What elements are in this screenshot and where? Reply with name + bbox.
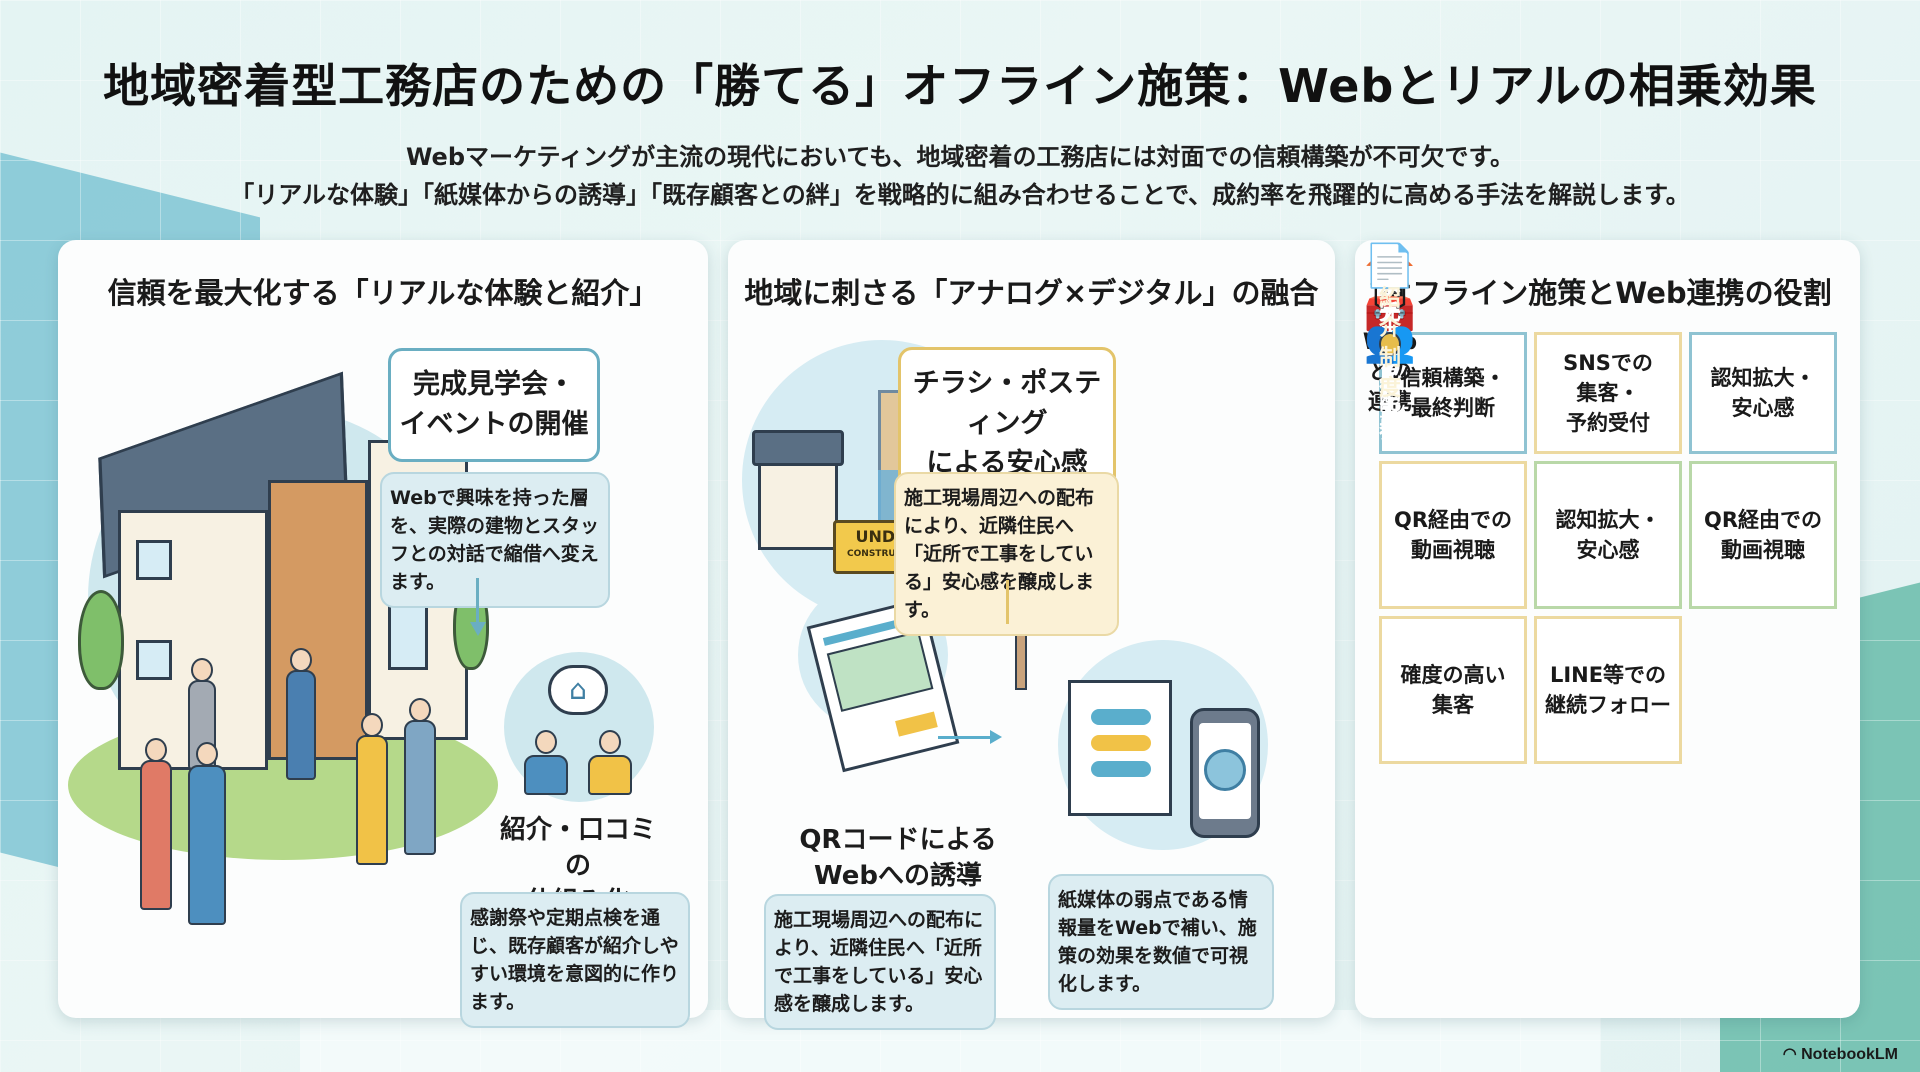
person-icon (286, 670, 316, 780)
table-cell-web: LINE等での 継続フォロー (1534, 616, 1682, 764)
tree-icon (78, 590, 124, 690)
person-head (145, 738, 167, 762)
person-head (191, 658, 213, 682)
speech-bubble-house-icon: ⌂ (548, 665, 608, 715)
table-cell-web: QR経由での 動画視聴 (1379, 461, 1527, 609)
callout-qr-note: 施工現場周辺への配布により、近隣住民へ「近所で工事をしている」安心感を醸成します… (764, 894, 996, 1030)
brand-watermark: ◠ NotebookLM (1783, 1044, 1898, 1064)
flyer-label (895, 711, 938, 737)
globe-icon (1204, 749, 1246, 791)
panel-analog-digital: 地域に刺さる「アナログ×デジタル」の融合 UNDER CONSTRUCTION … (728, 240, 1335, 1030)
callout-referral-note: 感謝祭や定期点検を通じ、既存顧客が紹介しやすい環境を意図的に作ります。 (460, 892, 690, 1028)
window (136, 540, 172, 580)
customer-head (599, 730, 621, 754)
table-cell-role: 認知拡大・ 安心感 (1534, 461, 1682, 609)
person-icon (140, 760, 172, 910)
page-subtitle: Webマーケティングが主流の現代においても、地域密着の工務店には対面での信頼構築… (0, 138, 1920, 214)
callout-web-note: 紙媒体の弱点である情報量をWebで補い、施策の効果を数値で可視化します。 (1048, 874, 1274, 1010)
document-icon (1068, 680, 1172, 816)
network-icon: ⬡ (1371, 271, 1409, 320)
customer-icon (588, 755, 632, 795)
customer-icon (524, 755, 568, 795)
person-icon (188, 765, 226, 925)
doc-bar (1091, 709, 1151, 725)
person-head (409, 698, 431, 722)
gears-icon: ⚙ (1371, 256, 1409, 305)
arrow-right-icon (938, 730, 1002, 744)
person-head (361, 713, 383, 737)
house-icon: 🏠 (1363, 241, 1417, 290)
connector-line (476, 578, 479, 624)
flyer-photo (826, 630, 934, 712)
mailbox-post (1015, 630, 1027, 690)
doc-bar (1091, 735, 1151, 751)
row-header-label: 紹介制度 (1379, 286, 1402, 401)
phone-screen (1199, 723, 1251, 819)
neighbor-house-icon (758, 460, 838, 550)
person-head (196, 742, 218, 766)
brand-label: NotebookLM (1801, 1046, 1898, 1063)
table-cell-role: 認知拡大・ 安心感 (1689, 332, 1837, 454)
panel-real-experience: 信頼を最大化する「リアルな体験と紹介」 完成見学会・ イベントの開催 Webで興… (58, 240, 708, 1028)
row-header-referral: 紹介制度 (1379, 286, 1401, 401)
callout-open-house-title: 完成見学会・ イベントの開催 (388, 348, 600, 462)
panel-roles-table: オフライン施策とWeb連携の役割 🧰 施策 ⚙ 主な役割 ⬡ Webとの連携 🏠… (1355, 240, 1860, 1018)
notebooklm-logo-icon: ◠ (1782, 1046, 1802, 1063)
doc-bar (1091, 761, 1151, 777)
roles-table: 🧰 施策 ⚙ 主な役割 ⬡ Webとの連携 🏠 完成見学会 信頼構築・ 最終判断… (1363, 241, 1837, 1012)
toolbox-icon: 🧰 (1363, 286, 1417, 335)
table-cell-web: SNSでの 集客・ 予約受付 (1534, 332, 1682, 454)
panel-title: 信頼を最大化する「リアルな体験と紹介」 (107, 276, 659, 310)
page-title: 地域密着型工務店のための「勝てる」オフライン施策：Webとリアルの相乗効果 (103, 59, 1817, 113)
connector-line (1006, 580, 1009, 624)
page-header: 地域密着型工務店のための「勝てる」オフライン施策：Webとリアルの相乗効果 We… (0, 50, 1920, 214)
panel-title: 地域に刺さる「アナログ×デジタル」の融合 (744, 276, 1319, 310)
house-wood-wall (268, 480, 368, 760)
subtitle-line-1: Webマーケティングが主流の現代においても、地域密着の工務店には対面での信頼構築… (405, 143, 1515, 171)
smartphone-icon (1190, 708, 1260, 838)
subtitle-line-2: 「リアルな体験」「紙媒体からの誘導」「既存顧客との絆」を戦略的に組み合わせること… (230, 181, 1690, 209)
neighbor-roof (752, 430, 844, 466)
row-header-label: チラシ配布 (1379, 300, 1402, 445)
person-icon (404, 720, 436, 855)
person-head (290, 648, 312, 672)
table-cell-role: 信頼構築・ 最終判断 (1379, 332, 1527, 454)
customer-head (535, 730, 557, 754)
callout-qr-title: QRコードによる Webへの誘導 (799, 825, 997, 891)
window (388, 600, 428, 670)
panel-title: オフライン施策とWeb連携の役割 (1383, 276, 1832, 310)
sign-text-line2: CONSTRUCTION (847, 549, 927, 559)
flyer-icon: 📄 (1363, 241, 1417, 290)
arrow-down-icon (470, 622, 486, 636)
person-icon (356, 735, 388, 865)
window (136, 640, 172, 680)
table-cell-web: QR経由での 動画視聴 (1689, 461, 1837, 609)
table-cell-role: 確度の高い 集客 (1379, 616, 1527, 764)
callout-open-house-note: Webで興味を持った層を、実際の建物とスタッフとの対話で縮借へ変えます。 (380, 472, 610, 608)
